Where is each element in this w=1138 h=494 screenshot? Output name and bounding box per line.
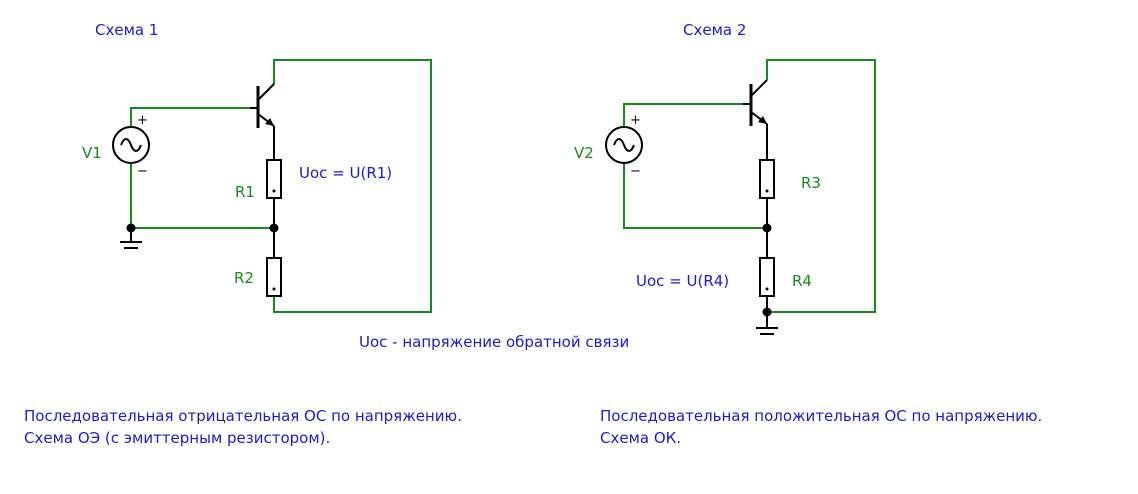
ground-icon-2 bbox=[756, 312, 778, 335]
schematic-1: + − Схема 1 V1 R1 R2 Uос = U(R1) bbox=[82, 21, 432, 313]
description-1-line-1: Последовательная отрицательная ОС по нап… bbox=[24, 407, 462, 425]
resistor-r3 bbox=[759, 159, 775, 199]
feedback-note: Uос - напряжение обратной связи bbox=[359, 333, 629, 351]
junction-node-1 bbox=[269, 223, 279, 233]
v1-label: V1 bbox=[82, 144, 102, 162]
description-2-line-1: Последовательная положительная ОС по нап… bbox=[600, 407, 1042, 425]
transistor-q1 bbox=[250, 83, 275, 128]
ground-icon-1 bbox=[120, 228, 142, 249]
resistor-r1-marker bbox=[272, 189, 276, 193]
resistor-r2 bbox=[266, 257, 282, 297]
wire-v2-to-base bbox=[623, 103, 743, 126]
v2-label: V2 bbox=[574, 144, 594, 162]
schematic-2-wires bbox=[623, 59, 876, 313]
feedback-label-2: Uос = U(R4) bbox=[636, 272, 729, 290]
wire-collector-loop bbox=[273, 59, 432, 313]
r1-label: R1 bbox=[235, 183, 255, 201]
r3-label: R3 bbox=[801, 174, 821, 192]
feedback-label-1: Uос = U(R1) bbox=[299, 164, 392, 182]
resistor-r3-marker bbox=[765, 189, 769, 193]
r4-label: R4 bbox=[792, 272, 812, 290]
v2-minus-sign: − bbox=[630, 164, 641, 179]
source-v1 bbox=[112, 126, 150, 164]
wire-collector-loop-2 bbox=[766, 59, 876, 313]
schematic-1-wires bbox=[130, 59, 432, 313]
resistor-r4-marker bbox=[765, 287, 769, 291]
transistor-q2 bbox=[743, 79, 768, 126]
source-v2 bbox=[605, 126, 643, 164]
schematic-1-title: Схема 1 bbox=[95, 21, 158, 39]
v2-plus-sign: + bbox=[630, 113, 641, 128]
sine-icon bbox=[613, 138, 635, 152]
resistor-r2-marker bbox=[272, 287, 276, 291]
wire-v2-to-node bbox=[623, 164, 767, 229]
wire-v1-to-base bbox=[130, 107, 250, 126]
description-1-line-2: Схема ОЭ (с эмиттерным резистором). bbox=[24, 429, 330, 447]
sine-icon bbox=[120, 138, 142, 152]
v1-plus-sign: + bbox=[137, 113, 148, 128]
resistor-r4 bbox=[759, 257, 775, 297]
schematic-2: + − Схема 2 V2 R3 R4 Uос = U(R4) bbox=[574, 21, 876, 335]
v1-minus-sign: − bbox=[137, 164, 148, 179]
schematic-2-title: Схема 2 bbox=[683, 21, 746, 39]
description-2-line-2: Схема ОК. bbox=[600, 429, 681, 447]
resistor-r1 bbox=[266, 159, 282, 199]
junction-node-2 bbox=[762, 223, 772, 233]
r2-label: R2 bbox=[234, 269, 254, 287]
